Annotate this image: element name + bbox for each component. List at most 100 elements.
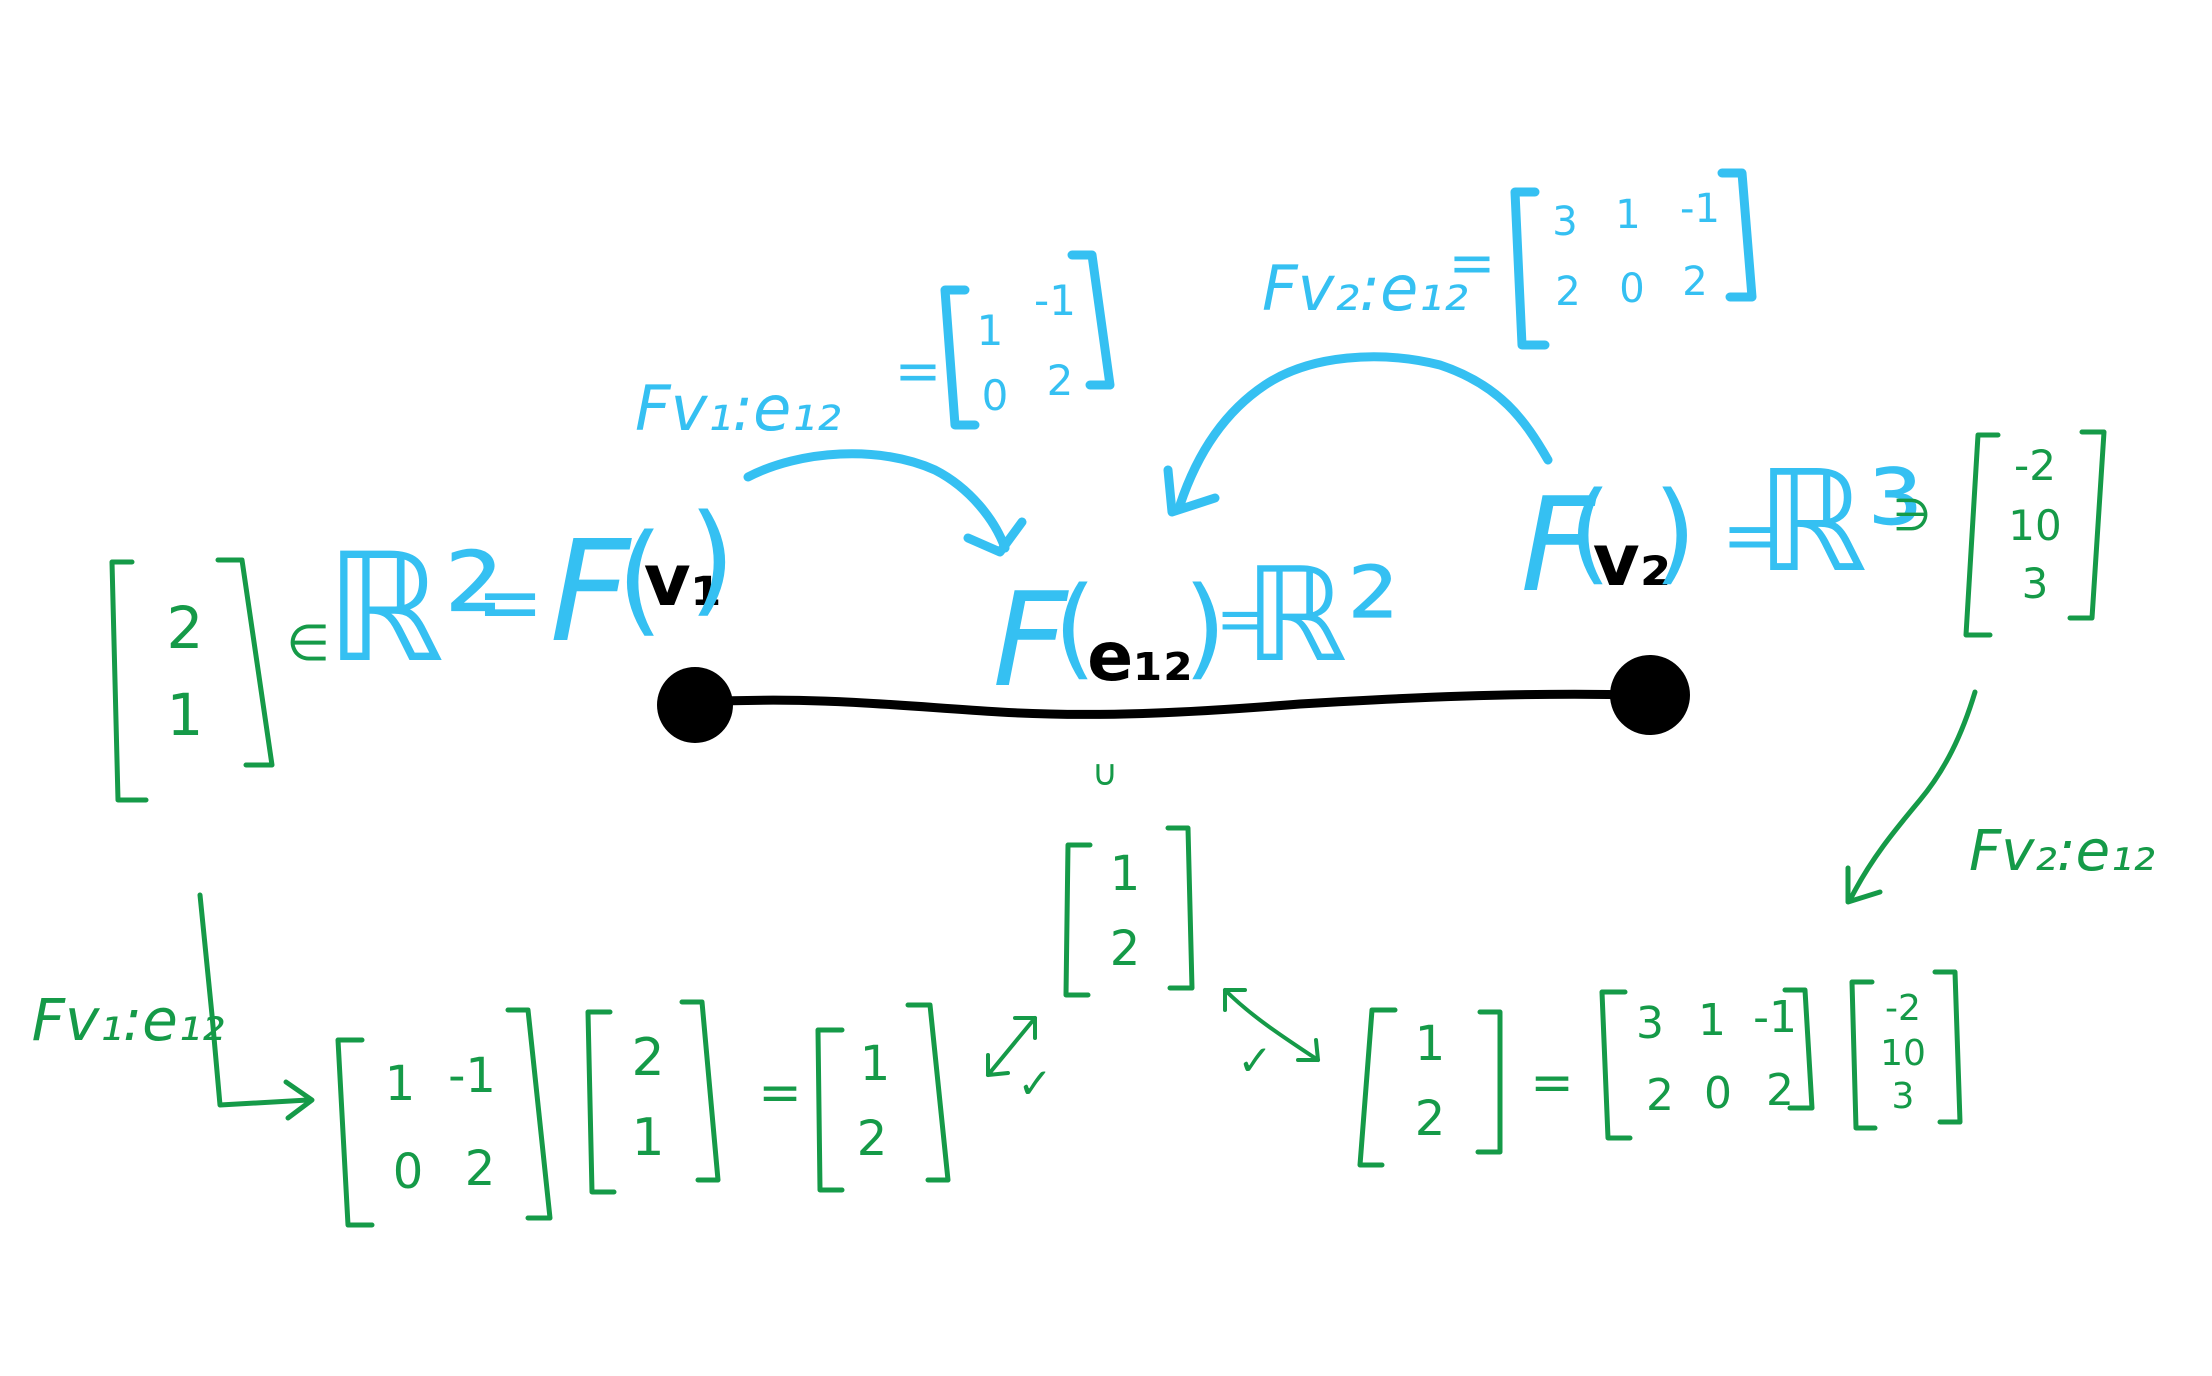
bracket-left bbox=[335, 1037, 375, 1228]
matrix-entry: 2 bbox=[1646, 1070, 1674, 1121]
matrix-entry: -1 bbox=[448, 1048, 496, 1104]
vector-entry: -2 bbox=[2014, 441, 2056, 490]
bracket-left bbox=[1599, 989, 1633, 1141]
vector-entry: -2 bbox=[1885, 988, 1921, 1029]
arrow-v2-to-e12 bbox=[1175, 352, 1553, 510]
matrix-entry: 0 bbox=[1619, 266, 1644, 312]
stalk-space: ℝ² bbox=[326, 522, 505, 696]
bracket-right bbox=[679, 999, 721, 1183]
equals-sign: = bbox=[476, 556, 543, 649]
restriction-map-label: Fv₁:e₁₂ bbox=[32, 986, 225, 1054]
bracket-left bbox=[1849, 979, 1878, 1131]
matrix-entry: 2 bbox=[1766, 1065, 1794, 1116]
vector-entry: 3 bbox=[2022, 559, 2049, 608]
bracket-left bbox=[585, 1009, 617, 1195]
bracket-right bbox=[1067, 250, 1115, 390]
vertex-v1-dot bbox=[657, 667, 733, 743]
bracket-right bbox=[215, 557, 275, 768]
matrix-entry: 0 bbox=[393, 1144, 424, 1200]
restriction-map-label: Fv₂:e₁₂ bbox=[1262, 252, 1468, 325]
arrowhead bbox=[963, 517, 1027, 557]
vector-entry: 1 bbox=[1415, 1016, 1446, 1072]
stalk-space: ℝ² bbox=[1244, 539, 1399, 691]
arrowhead bbox=[1845, 865, 1883, 905]
matrix-entry: 2 bbox=[1047, 356, 1074, 405]
edge-vector: ∪ 1 2 bbox=[1063, 753, 1195, 998]
contains-symbol: ∋ bbox=[1893, 490, 1931, 541]
vector-entry: 2 bbox=[857, 1111, 888, 1167]
bracket-left bbox=[1963, 432, 2001, 638]
sheaf-function: F bbox=[550, 511, 633, 674]
arrowhead bbox=[283, 1079, 315, 1121]
matrix-entry: 3 bbox=[1552, 199, 1577, 245]
matrix-entry: -1 bbox=[1753, 992, 1797, 1043]
computation-left: Fv₁:e₁₂ 1 -1 0 2 2 1 = 1 2 bbox=[32, 892, 951, 1228]
vector-entry: 1 bbox=[631, 1108, 664, 1168]
bracket-right bbox=[1717, 168, 1757, 302]
equals-sign: = bbox=[1216, 582, 1268, 655]
arrow-v1-to-e12 bbox=[743, 449, 1010, 553]
matrix-entry: 2 bbox=[465, 1141, 496, 1197]
vector-entry: 2 bbox=[1415, 1091, 1446, 1147]
stalk-v2: F ( v₂ ) = ℝ³ ∋ -2 10 3 Fv₂:e₁₂ bbox=[1521, 429, 2155, 905]
equals-sign: = bbox=[1722, 493, 1782, 577]
bracket-right bbox=[905, 1002, 951, 1183]
equals-sign: = bbox=[1530, 1053, 1574, 1113]
vector-entry: 2 bbox=[1110, 921, 1141, 977]
bracket-right bbox=[1475, 1009, 1503, 1155]
element-of-symbol: ∈ bbox=[286, 614, 330, 672]
matrix-entry: 1 bbox=[1698, 995, 1726, 1046]
edge-e12-line bbox=[695, 689, 1645, 719]
close-paren: ) bbox=[1654, 468, 1697, 596]
vector-entry: 1 bbox=[1110, 846, 1141, 902]
sheaf-function: F bbox=[993, 564, 1070, 716]
double-arrow-right bbox=[1223, 988, 1320, 1062]
restriction-map-v2: Fv₂:e₁₂ = 3 1 -1 2 0 2 bbox=[1163, 168, 1757, 517]
matrix-entry: 1 bbox=[385, 1056, 416, 1112]
matrix-entry: -1 bbox=[1680, 186, 1720, 232]
open-paren: ( bbox=[617, 510, 664, 649]
restriction-map-label: Fv₁:e₁₂ bbox=[635, 372, 841, 445]
arrow-v1-to-computation bbox=[197, 892, 311, 1108]
vector-entry: 10 bbox=[1880, 1033, 1926, 1074]
bracket-left bbox=[1510, 187, 1550, 350]
arrow-v2-to-computation bbox=[1847, 689, 1978, 903]
arrowhead bbox=[1163, 465, 1220, 517]
bracket-right bbox=[2067, 429, 2107, 621]
equals-sign: = bbox=[1449, 231, 1496, 296]
bracket-right bbox=[1932, 969, 1963, 1125]
matrix-entry: 3 bbox=[1636, 998, 1664, 1049]
stalk-e12: F ( e₁₂ ) = ℝ² bbox=[993, 539, 1400, 716]
matrix-entry: 1 bbox=[1615, 192, 1640, 238]
check-mark-icon: ✓ bbox=[1017, 1059, 1052, 1108]
bracket-right bbox=[1782, 987, 1815, 1111]
vector-entry: 1 bbox=[860, 1036, 891, 1092]
bracket-right bbox=[1165, 825, 1195, 991]
open-paren: ( bbox=[1054, 563, 1097, 691]
double-arrow-left bbox=[986, 1016, 1037, 1077]
matrix-entry: 1 bbox=[977, 306, 1004, 355]
consistency-checks: ✓ ✓ bbox=[986, 988, 1320, 1108]
restriction-map-v1: Fv₁:e₁₂ = 1 -1 0 2 bbox=[635, 250, 1115, 557]
sheaf-function: F bbox=[1521, 469, 1598, 621]
arrowhead bbox=[1223, 988, 1247, 1012]
computation-right: 1 2 = 3 1 -1 2 0 2 -2 10 3 bbox=[1357, 969, 1963, 1168]
contains-symbol: ∪ bbox=[1092, 753, 1118, 794]
vertex-v2-label: v₂ bbox=[1593, 518, 1671, 602]
edge-e12-label: e₁₂ bbox=[1087, 618, 1193, 697]
matrix-entry: 2 bbox=[1682, 259, 1707, 305]
matrix-entry: 2 bbox=[1555, 269, 1580, 315]
matrix-entry: 0 bbox=[982, 371, 1009, 420]
arrowhead bbox=[1296, 1038, 1320, 1062]
vertex-v1-label: v₁ bbox=[644, 538, 722, 622]
arrowhead bbox=[1013, 1016, 1037, 1040]
vector-entry: 1 bbox=[167, 681, 204, 749]
matrix-entry: 0 bbox=[1704, 1068, 1732, 1119]
open-paren: ( bbox=[1569, 468, 1612, 596]
equals-sign: = bbox=[758, 1063, 802, 1123]
stalk-v1: 2 1 ∈ ℝ² = F ( v₁ ) bbox=[109, 490, 735, 803]
restriction-map-label: Fv₂:e₁₂ bbox=[1969, 819, 2155, 884]
bracket-left bbox=[940, 285, 980, 430]
vector-entry: 2 bbox=[631, 1028, 664, 1088]
